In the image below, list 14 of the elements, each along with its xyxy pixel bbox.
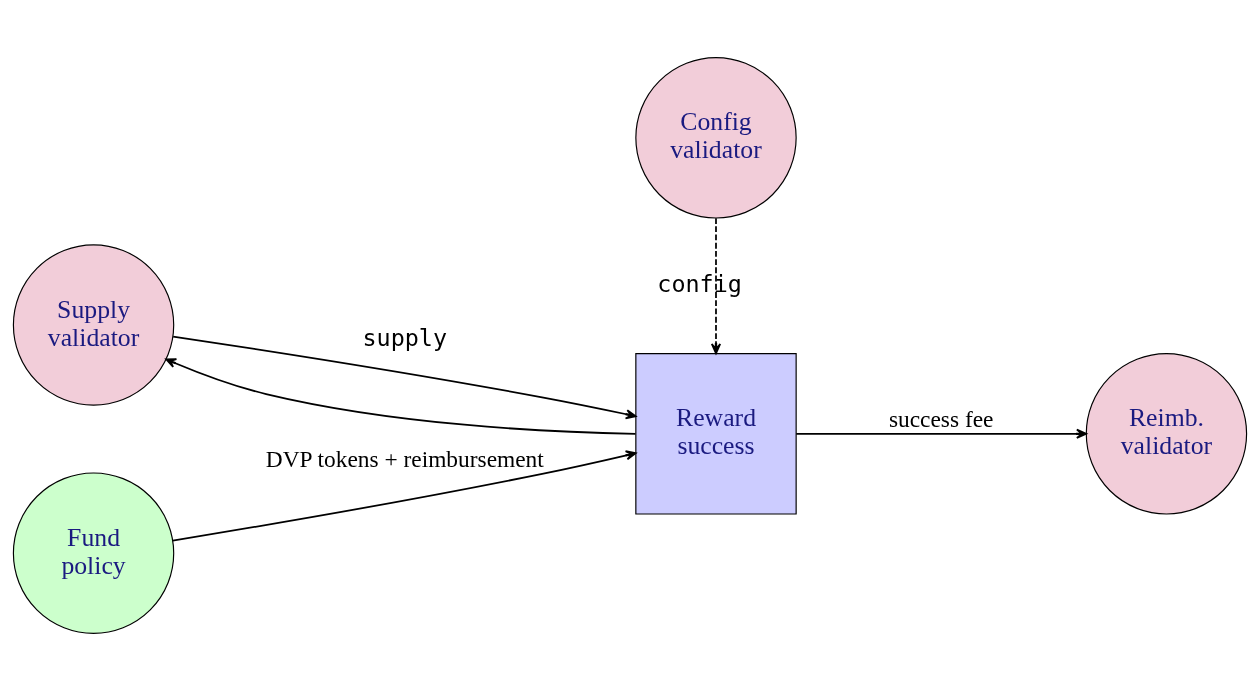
node-circle: Config validator — [635, 57, 797, 219]
edge-label: supply — [362, 324, 448, 353]
node-circle: Supply validator — [12, 244, 175, 406]
arrow — [172, 335, 637, 420]
node-circle: Fund policy — [12, 472, 175, 634]
arrow — [710, 217, 722, 355]
edge-label: config — [657, 269, 742, 298]
arrow — [165, 358, 637, 435]
node-box: Reward success — [635, 353, 797, 515]
edge-label: DVP tokens + reimbursement — [265, 445, 544, 472]
node-circle: Reimb. validator — [1085, 353, 1248, 515]
arrow — [171, 450, 637, 542]
edge-label: success fee — [888, 405, 994, 432]
arrow — [795, 428, 1088, 439]
